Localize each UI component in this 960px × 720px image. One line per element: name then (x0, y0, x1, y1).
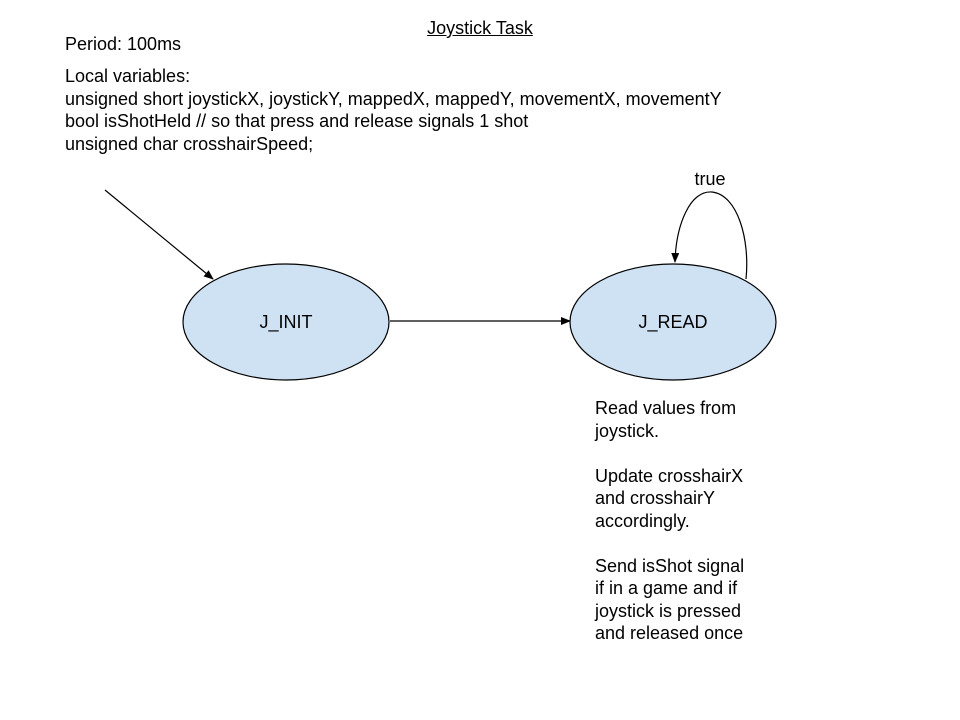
self-loop-label: true (694, 169, 725, 189)
state-j-init-label: J_INIT (259, 312, 312, 333)
local-variable-line: unsigned short joystickX, joystickY, map… (65, 88, 722, 109)
state-j-init: J_INIT (182, 263, 390, 381)
state-j-init-ellipse (182, 263, 390, 381)
local-variable-line: bool isShotHeld // so that press and rel… (65, 111, 529, 131)
state-j-read-label: J_READ (638, 312, 707, 333)
start-transition-arrow (104, 189, 214, 280)
local-variable-line: unsigned char crosshairSpeed; (65, 133, 314, 154)
local-variables-block: Local variables: unsigned short joystick… (65, 65, 722, 155)
read-note-paragraph: Read values from joystick. (595, 398, 737, 441)
read-note-paragraph: Update crosshairX and crosshairY accordi… (595, 465, 744, 531)
diagram-title: Joystick Task (427, 18, 533, 38)
state-j-read: J_READ (569, 263, 777, 381)
read-state-note: Read values from joystick. Update crossh… (595, 397, 795, 645)
read-self-loop-arrow (671, 191, 748, 280)
read-note-paragraph: Send isShot signal if in a game and if j… (595, 555, 745, 644)
state-j-read-ellipse (569, 263, 777, 381)
local-variables-heading: Local variables: (65, 66, 191, 86)
period-text: Period: 100ms (65, 34, 182, 54)
